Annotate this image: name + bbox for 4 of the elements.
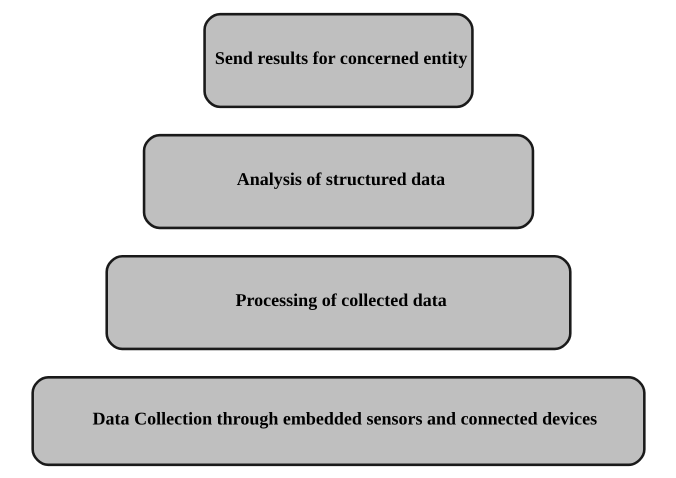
node-box: Processing of collected data <box>104 254 572 350</box>
node-box: Send results for concerned entity <box>202 12 474 108</box>
node-box: Data Collection through embedded sensors and connected devices <box>30 376 646 466</box>
node-box: Analysis of structured data <box>142 133 534 229</box>
